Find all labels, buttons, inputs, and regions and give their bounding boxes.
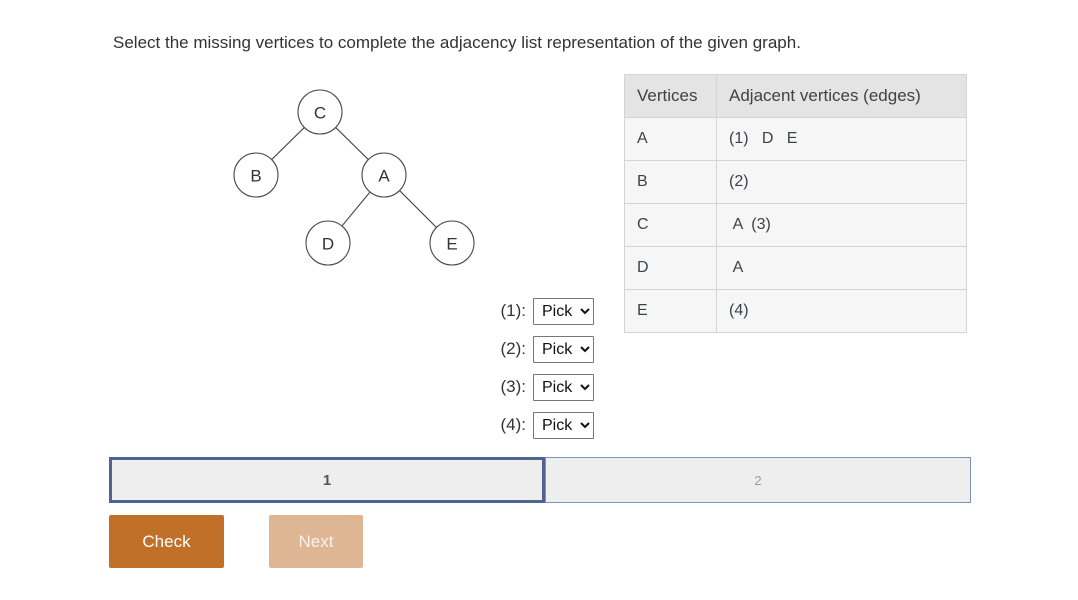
adjacent-vertices-text: (1) D E <box>729 130 798 147</box>
graph-node-label-B: B <box>250 167 261 186</box>
pick-select-4[interactable]: PickABCDE <box>533 411 594 439</box>
pick-label-2: (2): <box>500 339 527 358</box>
graph-node-label-A: A <box>378 167 390 186</box>
graph-node-circle-C <box>297 89 343 135</box>
table-header: Vertices Adjacent vertices (edges) <box>624 74 967 118</box>
pick-row-2: (2): PickABCDE <box>472 330 594 368</box>
step-item-2[interactable]: 2 <box>545 457 971 503</box>
action-bar: Check Next <box>109 515 363 568</box>
table-header-row: Vertices Adjacent vertices (edges) <box>624 74 967 118</box>
graph-edge-A-D <box>341 191 371 227</box>
cell-vertex: D <box>624 246 717 290</box>
adjacent-vertices-text: A <box>729 259 744 276</box>
pick-row-4: (4): PickABCDE <box>472 406 594 444</box>
graph-diagram: C B A D E <box>200 75 530 285</box>
table-row: A (1) D E <box>624 117 967 161</box>
cell-adjacent: (2) <box>716 160 967 204</box>
page-title: Select the missing vertices to complete … <box>113 33 801 52</box>
graph-edge-A-E <box>399 190 437 228</box>
graph-node-label-E: E <box>446 235 457 254</box>
pick-select-3[interactable]: PickABCDE <box>533 373 594 401</box>
check-button[interactable]: Check <box>109 515 224 568</box>
pick-select-1[interactable]: PickABCDE <box>533 297 594 325</box>
graph-edge-C-A <box>335 127 369 160</box>
graph-node-circle-D <box>305 220 351 266</box>
adjacency-list-table: Vertices Adjacent vertices (edges) A (1) … <box>624 74 967 333</box>
pick-label-3: (3): <box>500 377 527 396</box>
pick-row-3: (3): PickABCDE <box>472 368 594 406</box>
graph-node-A: A <box>361 152 407 198</box>
table-row: C A (3) <box>624 203 967 247</box>
graph-node-circle-A <box>361 152 407 198</box>
adjacent-vertices-text: (2) <box>729 173 749 190</box>
pick-dropdown-list: (1):PickABCDE(2):PickABCDE(3):PickABCDE(… <box>472 292 594 444</box>
graph-node-C: C <box>297 89 343 135</box>
adjacent-vertices-text: (4) <box>729 302 749 319</box>
cell-adjacent: A (3) <box>716 203 967 247</box>
graph-node-D: D <box>305 220 351 266</box>
cell-adjacent: (4) <box>716 289 967 333</box>
adjacent-vertices-text: A (3) <box>729 216 771 233</box>
pick-label-1: (1): <box>500 301 527 320</box>
column-header-adjacent: Adjacent vertices (edges) <box>716 74 967 118</box>
cell-vertex: A <box>624 117 717 161</box>
pick-select-2[interactable]: PickABCDE <box>533 335 594 363</box>
cell-adjacent: (1) D E <box>716 117 967 161</box>
table-row: D A <box>624 246 967 290</box>
graph-node-circle-E <box>429 220 475 266</box>
graph-node-label-C: C <box>314 104 326 123</box>
cell-vertex: B <box>624 160 717 204</box>
step-item-1[interactable]: 1 <box>109 457 545 503</box>
cell-adjacent: A <box>716 246 967 290</box>
table-row: E (4) <box>624 289 967 333</box>
column-header-vertices: Vertices <box>624 74 717 118</box>
graph-node-E: E <box>429 220 475 266</box>
pick-label-4: (4): <box>500 415 527 434</box>
graph-edge-C-B <box>271 127 305 160</box>
graph-node-circle-B <box>233 152 279 198</box>
graph-edges <box>271 127 437 228</box>
cell-vertex: E <box>624 289 717 333</box>
next-button[interactable]: Next <box>269 515 363 568</box>
graph-nodes: C B A D E <box>233 89 475 266</box>
graph-node-label-D: D <box>322 235 334 254</box>
graph-node-B: B <box>233 152 279 198</box>
graph-svg: C B A D E <box>233 89 475 266</box>
cell-vertex: C <box>624 203 717 247</box>
pick-row-1: (1): PickABCDE <box>472 292 594 330</box>
table-row: B (2) <box>624 160 967 204</box>
